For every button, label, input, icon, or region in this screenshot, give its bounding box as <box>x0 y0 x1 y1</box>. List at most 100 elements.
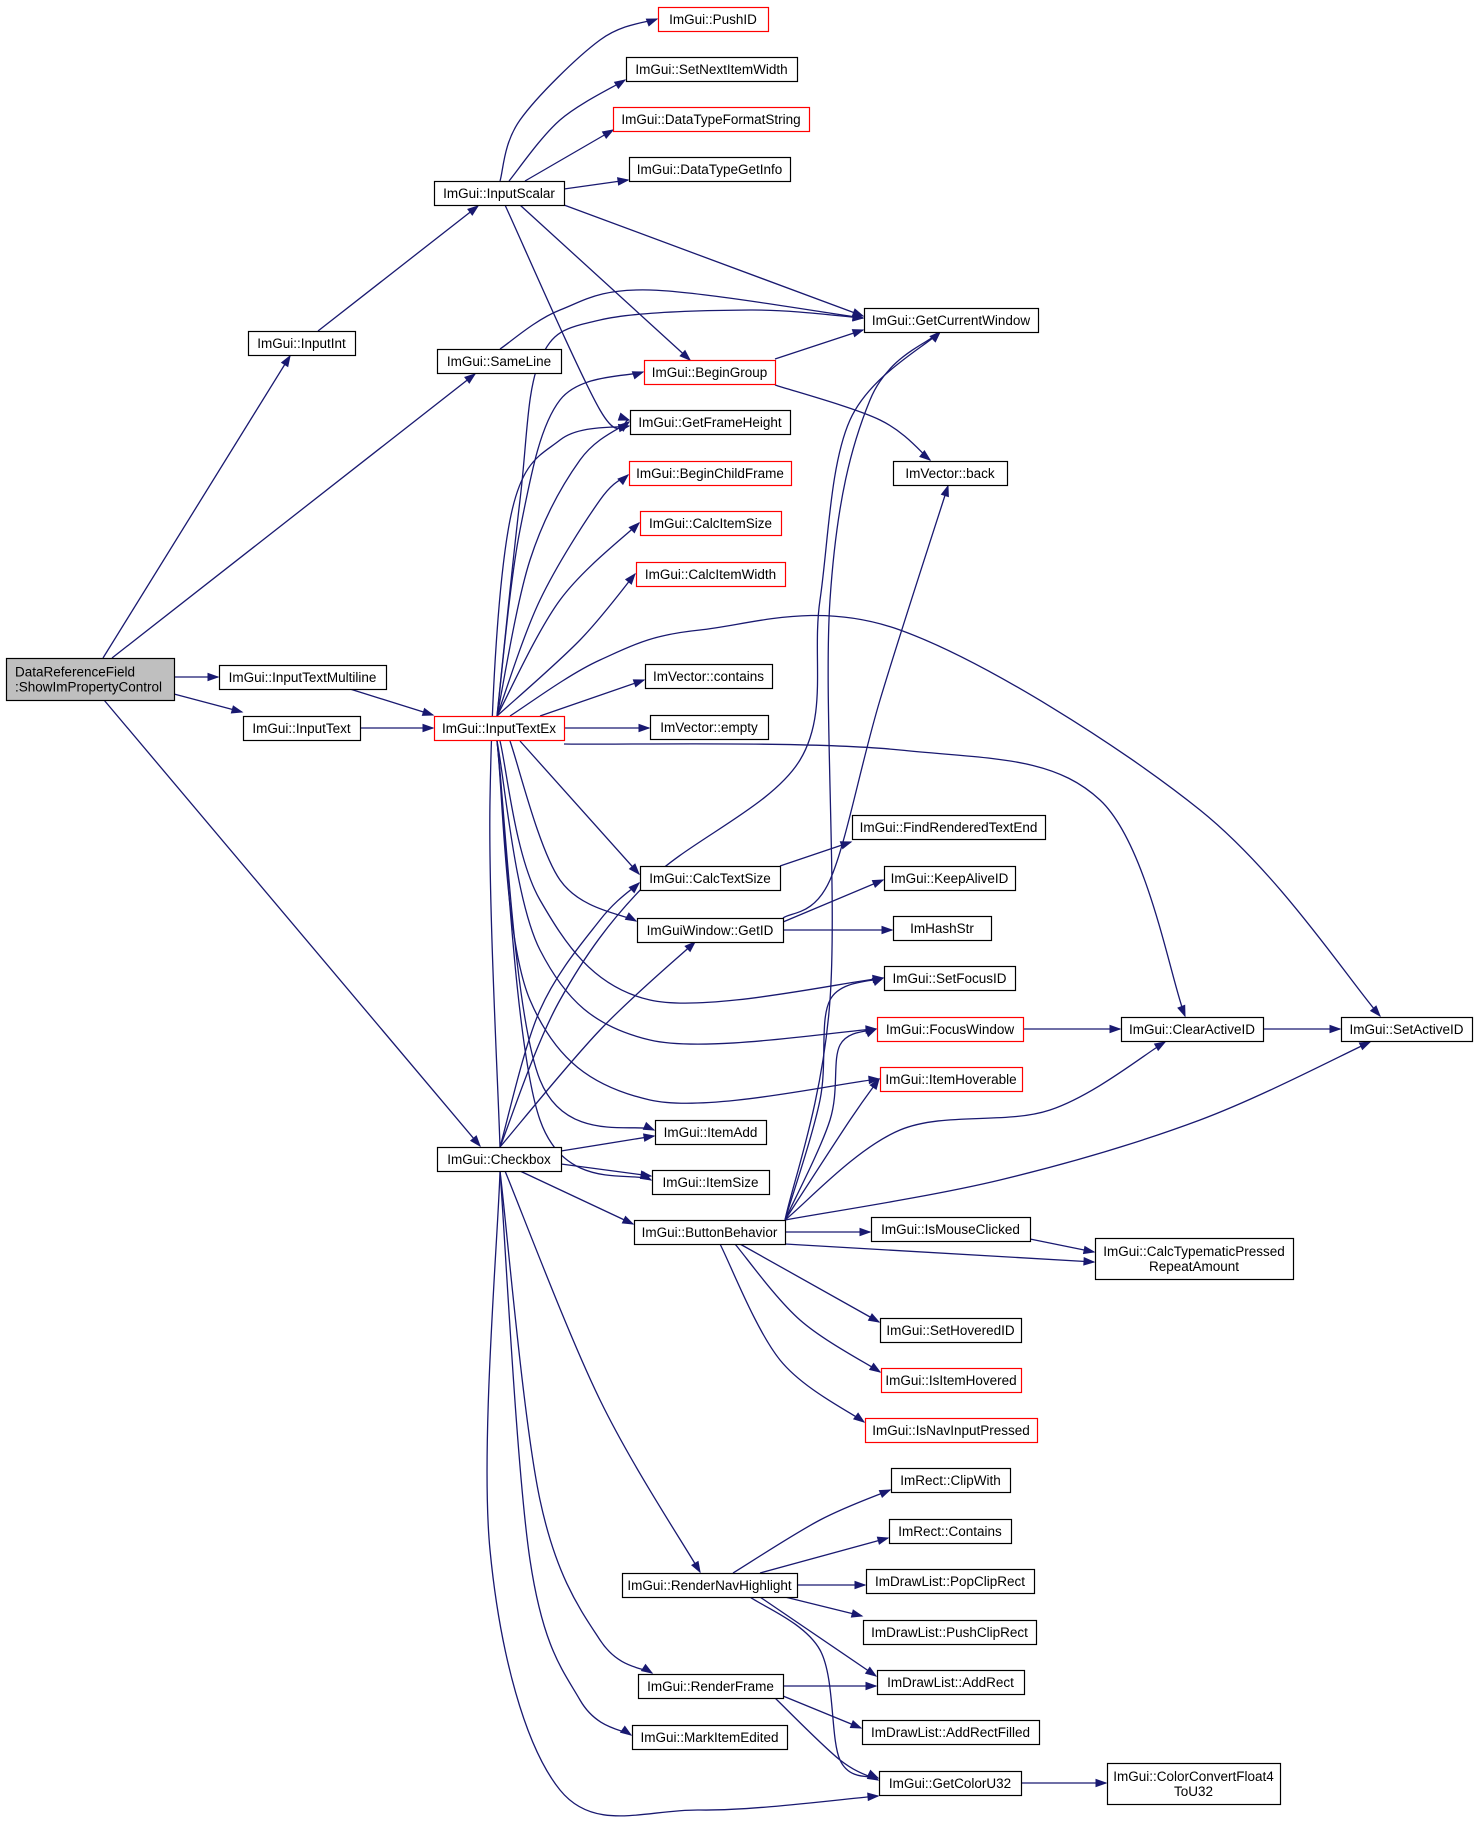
edge-focuswindow-to-clearactiveid <box>1023 1024 1122 1034</box>
node-vback[interactable]: ImVector::back <box>892 460 1009 487</box>
node-box <box>628 460 793 487</box>
node-begingroup[interactable]: ImGui::BeginGroup <box>643 359 777 386</box>
node-keepaliveid[interactable]: ImGui::KeepAliveID <box>883 865 1017 892</box>
node-box <box>612 106 811 133</box>
node-setnextitemwidth[interactable]: ImGui::SetNextItemWidth <box>625 56 799 83</box>
node-clearactiveid[interactable]: ImGui::ClearActiveID <box>1120 1016 1265 1043</box>
node-sameline[interactable]: ImGui::SameLine <box>436 348 563 375</box>
call-edges <box>102 18 1381 1817</box>
node-itemhoverable[interactable]: ImGui::ItemHoverable <box>879 1066 1024 1093</box>
edge-checkbox-to-buttonbehavior <box>519 1170 635 1225</box>
arrowhead <box>640 1170 653 1179</box>
edge-renderframe-to-getcoloru32 <box>774 1697 880 1781</box>
edge-line <box>486 1170 879 1817</box>
node-box <box>5 657 176 702</box>
node-markitemedited[interactable]: ImGui::MarkItemEdited <box>631 1724 789 1751</box>
edge-buttonbehavior-to-sethoveredid <box>739 1243 881 1323</box>
node-pushcliprect[interactable]: ImDrawList::PushClipRect <box>862 1619 1038 1646</box>
node-clipwith[interactable]: ImRect::ClipWith <box>890 1467 1012 1494</box>
node-addrectfilled[interactable]: ImDrawList::AddRectFilled <box>861 1719 1041 1746</box>
edge-buttonbehavior-to-clearactiveid <box>784 1041 1167 1221</box>
arrowhead <box>464 373 477 384</box>
node-setactiveid[interactable]: ImGui::SetActiveID <box>1340 1016 1474 1043</box>
node-getid[interactable]: ImGuiWindow::GetID <box>636 917 785 944</box>
node-box <box>636 917 785 944</box>
node-popcliprect[interactable]: ImDrawList::PopClipRect <box>865 1568 1036 1595</box>
node-getcurrentwindow[interactable]: ImGui::GetCurrentWindow <box>863 307 1040 334</box>
arrowhead <box>867 1313 881 1323</box>
edge-checkbox-to-rendernavhl <box>504 1170 701 1574</box>
edge-rendernavhl-to-rcontains <box>759 1536 890 1574</box>
node-label: ImGui::InputInt <box>257 336 346 351</box>
node-vcontains[interactable]: ImVector::contains <box>644 663 774 690</box>
edge-buttonbehavior-to-setfocusid <box>784 977 885 1221</box>
node-box <box>633 1219 787 1246</box>
node-imhashstr[interactable]: ImHashStr <box>892 915 993 942</box>
node-label: ImGui::RenderFrame <box>647 1679 774 1694</box>
node-inputtextml[interactable]: ImGui::InputTextMultiline <box>218 664 388 691</box>
edge-line <box>496 474 629 717</box>
node-inputscalar[interactable]: ImGui::InputScalar <box>433 180 566 207</box>
edge-inputtextml-to-inputtextex <box>349 688 435 716</box>
node-renderframe[interactable]: ImGui::RenderFrame <box>637 1673 785 1700</box>
edge-line <box>499 882 640 1148</box>
node-label: ImGui::InputTextMultiline <box>229 670 377 685</box>
arrowhead <box>640 1663 654 1674</box>
node-getframeheight[interactable]: ImGui::GetFrameHeight <box>629 409 792 436</box>
node-dtformatstring[interactable]: ImGui::DataTypeFormatString <box>612 106 811 133</box>
edge-inputint-to-inputscalar <box>317 205 480 332</box>
node-box <box>865 1568 1036 1595</box>
node-isnavinputpressed[interactable]: ImGui::IsNavInputPressed <box>864 1417 1039 1444</box>
node-buttonbehavior[interactable]: ImGui::ButtonBehavior <box>633 1219 787 1246</box>
node-findrenderedtextend[interactable]: ImGui::FindRenderedTextEnd <box>851 814 1047 841</box>
node-inputint[interactable]: ImGui::InputInt <box>247 330 357 357</box>
node-rcontains[interactable]: ImRect::Contains <box>888 1518 1013 1545</box>
edge-line <box>1029 1238 1095 1253</box>
arrowhead <box>638 723 651 733</box>
node-calcitemsize[interactable]: ImGui::CalcItemSize <box>639 510 783 537</box>
edge-line <box>759 1537 889 1574</box>
edge-line <box>759 1596 877 1677</box>
arrowhead <box>619 1725 633 1736</box>
edge-renderframe-to-addrectfilled <box>782 1695 863 1729</box>
node-addrect[interactable]: ImDrawList::AddRect <box>876 1669 1026 1696</box>
node-inputtextex[interactable]: ImGui::InputTextEx <box>433 715 566 742</box>
node-inputtext[interactable]: ImGui::InputText <box>242 715 362 742</box>
arrowhead <box>421 707 435 716</box>
node-calctextsize[interactable]: ImGui::CalcTextSize <box>639 865 782 892</box>
edge-buttonbehavior-to-calctypematic <box>784 1243 1096 1266</box>
arrowhead <box>1329 1024 1342 1034</box>
edge-inputscalar-to-dtformatstring <box>524 129 615 182</box>
edge-line <box>504 204 630 429</box>
node-setfocusid[interactable]: ImGui::SetFocusID <box>883 965 1017 992</box>
edge-line <box>496 740 877 1045</box>
node-getcoloru32[interactable]: ImGui::GetColorU32 <box>878 1770 1023 1797</box>
node-rendernavhl[interactable]: ImGui::RenderNavHighlight <box>621 1572 799 1599</box>
node-label: ImRect::Contains <box>898 1524 1002 1539</box>
node-checkbox[interactable]: ImGui::Checkbox <box>436 1146 563 1173</box>
node-focuswindow[interactable]: ImGui::FocusWindow <box>876 1016 1025 1043</box>
node-root[interactable]: DataReferenceField:ShowImPropertyControl <box>5 657 176 702</box>
node-calcitemwidth[interactable]: ImGui::CalcItemWidth <box>635 561 787 588</box>
node-vempty[interactable]: ImVector::empty <box>649 714 770 741</box>
node-isitemhovered[interactable]: ImGui::IsItemHovered <box>880 1367 1023 1394</box>
edge-line <box>499 18 658 182</box>
arrowhead <box>851 329 865 338</box>
node-box <box>639 510 783 537</box>
node-beginchildframe[interactable]: ImGui::BeginChildFrame <box>628 460 793 487</box>
node-sethoveredid[interactable]: ImGui::SetHoveredID <box>879 1317 1023 1344</box>
node-ismouseclicked[interactable]: ImGui::IsMouseClicked <box>870 1216 1032 1243</box>
node-box <box>861 1719 1041 1746</box>
edge-line <box>749 1596 879 1779</box>
node-itemsize[interactable]: ImGui::ItemSize <box>651 1169 771 1196</box>
node-pushid[interactable]: ImGui::PushID <box>657 6 770 33</box>
edge-line <box>499 1170 632 1736</box>
node-dtgetinfo[interactable]: ImGui::DataTypeGetInfo <box>628 156 792 183</box>
arrowhead <box>628 881 641 894</box>
edge-getid-to-imhashstr <box>783 925 894 935</box>
node-itemadd[interactable]: ImGui::ItemAdd <box>654 1119 768 1146</box>
edge-inputscalar-to-dtgetinfo <box>563 177 630 190</box>
edge-line <box>508 79 626 182</box>
